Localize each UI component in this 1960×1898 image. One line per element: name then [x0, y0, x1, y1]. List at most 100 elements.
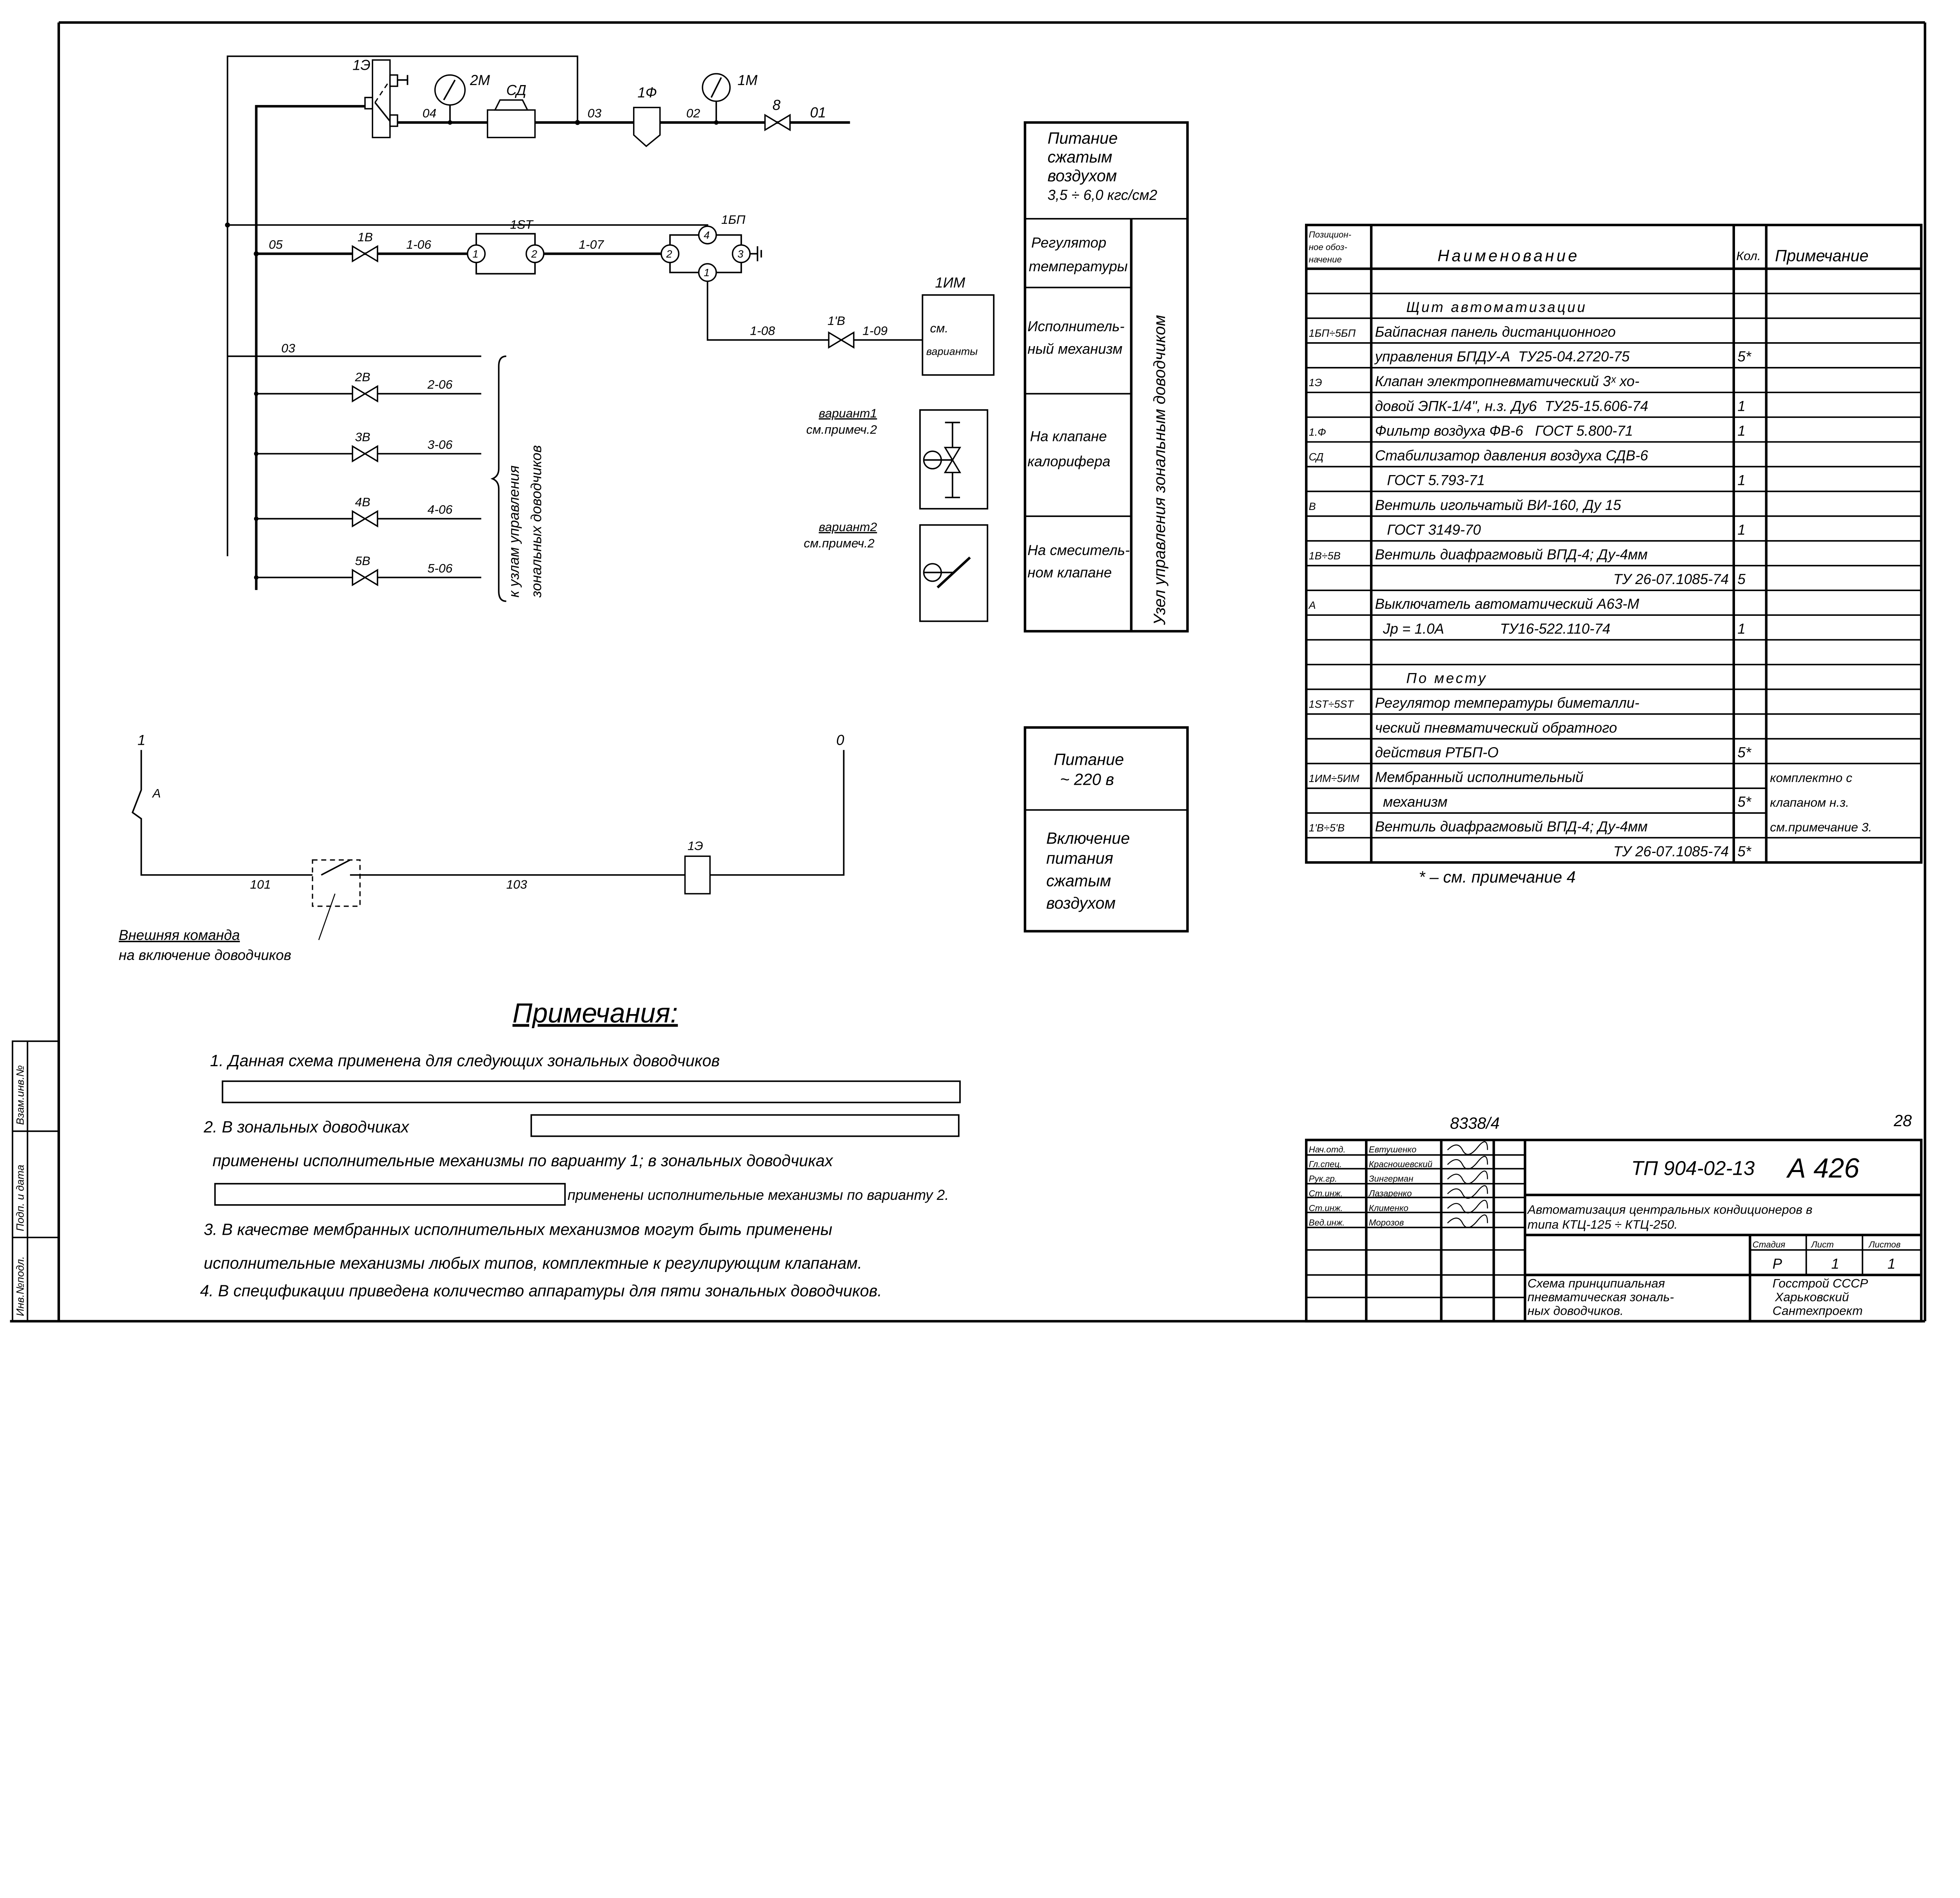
spec-name: Вентиль диафрагмовый ВПД-4; Ду-4мм	[1375, 546, 1648, 563]
junction	[254, 391, 259, 396]
blank-field	[530, 1114, 960, 1137]
header-pos: ное обоз-	[1309, 242, 1347, 252]
port-label: 2	[666, 248, 672, 260]
stage-value: Р	[1773, 1256, 1782, 1272]
spec-pos: СД	[1309, 451, 1324, 463]
title-block: 8338/4 28 Нач.отд.ЕвтушенкоГл.спец.Красн…	[1305, 1111, 1923, 1323]
phase-label: 1	[138, 732, 145, 748]
header-qty: Кол.	[1736, 249, 1761, 263]
spec-note: см.примечание 3.	[1770, 820, 1872, 834]
sheet-label: Лист	[1811, 1239, 1834, 1249]
spec-name: Стабилизатор давления воздуха СДВ-6	[1375, 448, 1648, 464]
spec-name: Щит автоматизации	[1406, 299, 1587, 315]
regulator-loop: 05 1В 1-06 1ST 1 2 1-07 1БП 4 2 3 1 1-08…	[225, 212, 995, 376]
signature	[1447, 1185, 1488, 1199]
port-label: 1	[472, 248, 478, 260]
legend-row: температуры	[1029, 258, 1127, 274]
spec-qty: 1	[1737, 472, 1745, 488]
sheets-label: Листов	[1868, 1239, 1900, 1249]
branch-valve-label: 2В	[355, 370, 370, 384]
switch-label: А	[152, 786, 161, 800]
spec-pos: 1ST÷5ST	[1309, 698, 1355, 710]
wire-101: 101	[250, 877, 271, 891]
power-table: Питание ~ 220 в Включение питания сжатым…	[1024, 726, 1189, 933]
drawing-title: ных доводчиков.	[1528, 1304, 1624, 1318]
spec-qty: 5*	[1737, 348, 1751, 365]
junction	[254, 575, 259, 580]
spec-pos: 1Э	[1309, 376, 1322, 388]
spec-qty: 5*	[1737, 794, 1751, 810]
legend-row: На клапане	[1030, 428, 1107, 445]
junction	[254, 451, 259, 456]
branch-valve-label: 3В	[355, 430, 370, 444]
variant-title: вариант1	[819, 406, 877, 420]
variant-1: вариант1 см.примеч.2	[806, 406, 989, 510]
external-contact	[312, 859, 361, 907]
spec-name: ГОСТ 5.793-71	[1375, 472, 1485, 488]
label-1m: 1М	[737, 72, 757, 88]
drawing-sheet: Инв.№подл. Подп. и дата Взам.инв.№ 1Э 2М…	[10, 21, 1926, 1323]
signature	[1447, 1199, 1488, 1214]
page-number: 28	[1893, 1111, 1912, 1130]
note-line: 4. В спецификации приведена количество а…	[200, 1281, 882, 1300]
blank-field	[214, 1183, 566, 1206]
legend-row: Регулятор	[1031, 234, 1107, 250]
pressure-stabilizer-sd	[486, 109, 536, 138]
port-label: 1	[704, 267, 710, 279]
spec-qty: 5*	[1737, 843, 1751, 859]
power-text: Питание	[1054, 750, 1124, 769]
branch-valve-label: 5В	[355, 553, 370, 568]
label-1f: 1Ф	[637, 85, 657, 101]
stage-label: Стадия	[1753, 1239, 1786, 1249]
sheets-value: 1	[1887, 1256, 1895, 1272]
label-1bp: 1БП	[721, 212, 746, 227]
actuator-note: см.	[930, 321, 948, 335]
solenoid-valve-1e	[372, 59, 391, 138]
label-8: 8	[773, 97, 781, 113]
needle-valve-8	[764, 114, 791, 131]
label-1e: 1Э	[352, 57, 370, 73]
signer-role: Нач.отд.	[1309, 1145, 1346, 1154]
spec-qty: 5	[1737, 571, 1746, 587]
power-text: воздухом	[1046, 894, 1116, 912]
variant-note: см.примеч.2	[806, 423, 877, 437]
brace-text: к узлам управления	[506, 465, 522, 597]
coil-label: 1Э	[688, 838, 703, 853]
organization: Госстрой СССР	[1773, 1276, 1868, 1290]
air-filter-1f	[633, 107, 661, 147]
sign-date-label: Подп. и дата	[14, 1165, 26, 1231]
legend-row: ный механизм	[1027, 341, 1122, 357]
legend-table: Питание сжатым воздухом 3,5 ÷ 6,0 кгс/см…	[1024, 121, 1189, 633]
legend-row: На смеситель-	[1027, 542, 1130, 558]
branch-valve	[352, 445, 378, 463]
label-1-06: 1-06	[406, 238, 431, 252]
neutral-label: 0	[836, 732, 844, 748]
legend-row: калорифера	[1027, 453, 1110, 469]
electrical-circuit: 1 А 101 103 1Э 0 Внешняя команда на вклю…	[119, 732, 845, 963]
header-note: Примечание	[1775, 246, 1869, 265]
label-1-07: 1-07	[579, 238, 604, 252]
legend-vertical: Узел управления зональным доводчиком	[1150, 315, 1169, 626]
legend-supply: Питание	[1047, 129, 1118, 147]
brace-text: зональных доводчиков	[528, 445, 544, 598]
spec-name: Jр = 1.0А ТУ16-522.110-74	[1375, 621, 1610, 637]
signature	[1447, 1156, 1488, 1170]
notes-title: Примечания:	[512, 997, 678, 1028]
power-text: питания	[1046, 849, 1113, 867]
variant-2: вариант2 см.примеч.2	[804, 520, 989, 622]
actuator-1im	[922, 294, 995, 376]
spec-name: Байпасная панель дистанционного	[1375, 324, 1616, 340]
command-text: на включение доводчиков	[119, 947, 291, 963]
spec-pos: 1'В÷5'В	[1309, 822, 1345, 834]
spec-name: ТУ 26-07.1085-74	[1613, 571, 1729, 587]
inv-repl-label: Взам.инв.№	[14, 1065, 26, 1125]
project-title: типа КТЦ-125 ÷ КТЦ-250.	[1528, 1218, 1678, 1232]
signature	[1447, 1141, 1488, 1155]
legend-row: Исполнитель-	[1027, 318, 1124, 334]
spec-qty: 1	[1737, 522, 1745, 538]
branch-line-label: 4-06	[428, 503, 453, 517]
legend-supply: 3,5 ÷ 6,0 кгс/см2	[1047, 187, 1157, 203]
legend-row: ном клапане	[1027, 564, 1112, 581]
legend-supply: воздухом	[1047, 166, 1117, 185]
label-01: 01	[810, 105, 826, 121]
